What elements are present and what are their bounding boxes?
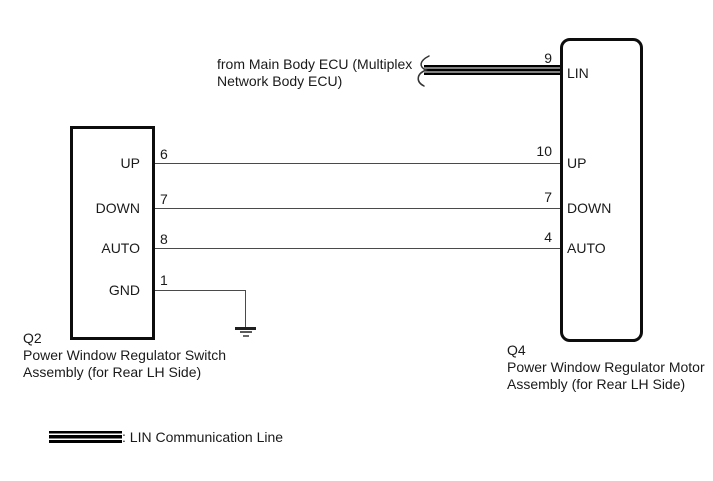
switch-assembly-caption: Q2 Power Window Regulator Switch Assembl…: [23, 330, 226, 381]
switch-name-line1: Power Window Regulator Switch: [23, 347, 227, 363]
switch-id-label: Q2: [23, 330, 42, 346]
wire-up: [154, 163, 561, 164]
switch-pin-label-down: DOWN: [95, 200, 140, 216]
motor-pin-number-4: 4: [544, 229, 552, 245]
legend-lin-swatch: [49, 431, 122, 443]
motor-pin-number-10: 10: [536, 143, 552, 159]
ground-bar-3: [243, 335, 249, 337]
motor-pin-number-9: 9: [544, 50, 552, 66]
motor-pin-label-up: UP: [567, 155, 587, 171]
motor-assembly-caption: Q4 Power Window Regulator Motor Assembly…: [507, 342, 705, 393]
switch-pin-label-up: UP: [120, 155, 140, 171]
lin-communication-line: [424, 65, 561, 75]
switch-assembly-box: [70, 126, 155, 340]
legend-label: : LIN Communication Line: [122, 429, 284, 445]
motor-pin-label-down: DOWN: [567, 200, 612, 216]
ecu-note: from Main Body ECU (Multiplex Network Bo…: [217, 56, 412, 90]
switch-pin-number-7: 7: [160, 191, 168, 207]
motor-pin-label-auto: AUTO: [567, 240, 606, 256]
ecu-note-line1: from Main Body ECU (Multiplex: [217, 56, 413, 72]
wire-break-icon: [417, 55, 430, 87]
ground-bar-2: [240, 331, 252, 333]
wire-gnd-horizontal: [154, 290, 246, 291]
motor-name-line1: Power Window Regulator Motor: [507, 359, 705, 375]
switch-pin-number-8: 8: [160, 231, 168, 247]
switch-name-line2: Assembly (for Rear LH Side): [23, 364, 202, 380]
motor-id-label: Q4: [507, 342, 526, 358]
motor-name-line2: Assembly (for Rear LH Side): [507, 376, 686, 392]
switch-pin-label-auto: AUTO: [101, 240, 140, 256]
ecu-note-line2: Network Body ECU): [217, 73, 343, 89]
motor-pin-label-lin: LIN: [567, 65, 589, 81]
wire-auto: [154, 248, 561, 249]
switch-pin-number-1: 1: [160, 272, 168, 288]
wire-down: [154, 208, 561, 209]
ground-bar-1: [235, 327, 256, 330]
switch-pin-number-6: 6: [160, 146, 168, 162]
motor-pin-number-7: 7: [544, 189, 552, 205]
wire-gnd-vertical: [245, 290, 246, 327]
switch-pin-label-gnd: GND: [108, 282, 140, 298]
motor-assembly-box: [560, 38, 643, 342]
